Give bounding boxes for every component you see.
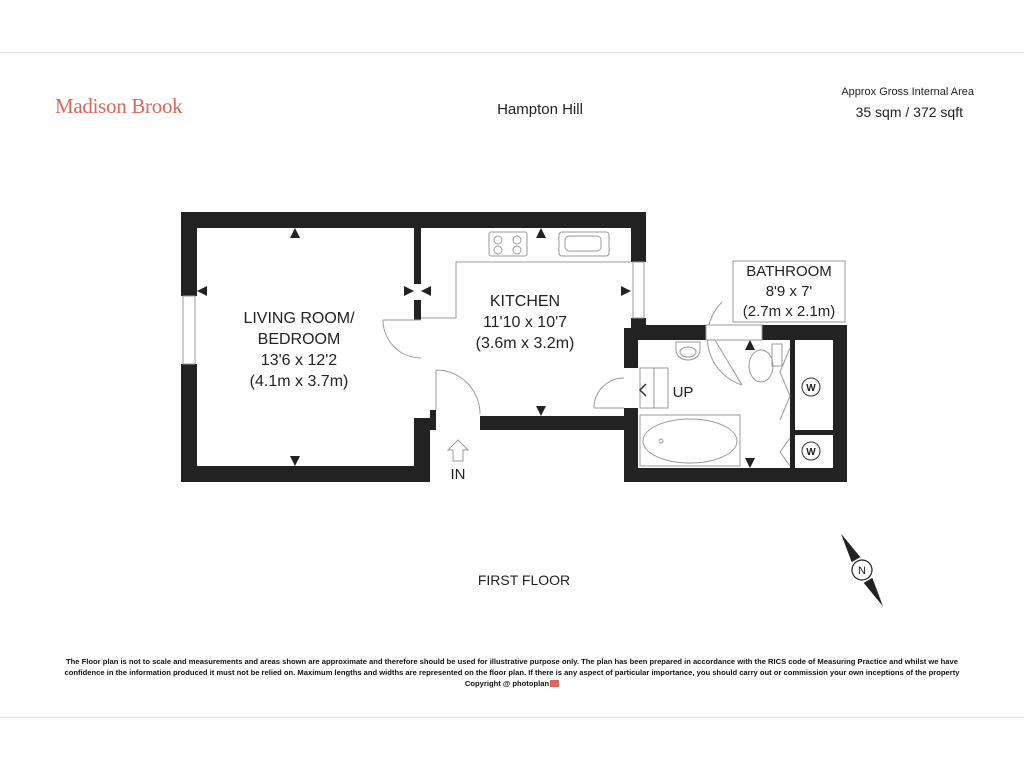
wall-top [181, 212, 646, 228]
door-bath-swing [593, 377, 625, 409]
brand-logo: Madison Brook [55, 94, 183, 118]
photoplan-logo-icon [550, 680, 560, 687]
stairs [638, 324, 763, 409]
kitchen-worktop [421, 261, 631, 319]
entrance-arrow-icon [446, 439, 470, 462]
wall-bath-bottom [624, 468, 847, 482]
door-bath-inner-swing [706, 301, 743, 386]
dim-arrow-living-top [290, 228, 300, 238]
washer-label-lower: W [806, 447, 816, 458]
hob-ring-icon [493, 235, 503, 245]
dim-arrow-bath-bottom [745, 458, 755, 468]
floor-label: FIRST FLOOR [478, 572, 570, 588]
hob-ring-icon [512, 235, 522, 245]
toilet-bowl-icon [748, 349, 774, 383]
bath-drain-icon [658, 438, 664, 444]
kitchen-name: KITCHEN [490, 293, 560, 310]
copyright-text: Copyright @ photoplan [464, 679, 550, 688]
dim-arrow-living-right [404, 286, 414, 296]
dim-arrow-kitchen-bottom [536, 406, 546, 416]
hob-ring-icon [493, 245, 503, 255]
kitchen-fittings [421, 231, 631, 319]
basin-icon [675, 341, 701, 361]
window-living [182, 295, 196, 365]
living-room-name-2: BEDROOM [258, 331, 341, 348]
basin-bowl-icon [679, 346, 697, 358]
compass-icon: N [841, 533, 883, 607]
disclaimer-line-1: The Floor plan is not to scale and measu… [66, 657, 958, 666]
windows [182, 261, 645, 365]
bath-tub-icon [639, 414, 741, 467]
dim-arrow-kitchen-left [421, 286, 431, 296]
wall-living-bottom [181, 466, 430, 482]
page-frame [0, 52, 1024, 718]
wall-partition-mid [414, 300, 421, 320]
wall-cupboard-divider [790, 340, 795, 468]
door-living-swing [382, 319, 422, 359]
copyright: Copyright @ photoplan [40, 678, 984, 689]
kitchen-size-imperial: 11'10 x 10'7 [483, 314, 567, 331]
wall-bath-left-lower [624, 408, 638, 482]
wall-kitchen-bottom [480, 416, 638, 430]
wall-cupboard-shelf [790, 430, 833, 435]
washer-icon-lower [801, 441, 821, 461]
kitchen-sink-icon [558, 231, 610, 257]
cupboard-door-lower-icon [779, 437, 791, 467]
toilet-cistern-icon [771, 343, 783, 367]
stair-balustrade [705, 324, 763, 341]
bathroom-name: BATHROOM [746, 263, 832, 280]
hob-icon [488, 231, 528, 257]
kitchen-size-metric: (3.6m x 3.2m) [476, 335, 575, 352]
wall-bath-left-upper [624, 328, 638, 368]
living-room-name: LIVING ROOM/ [243, 310, 355, 327]
wall-living-left-upper [181, 212, 197, 296]
wall-entry-left [430, 410, 436, 430]
disclaimer: The Floor plan is not to scale and measu… [40, 656, 984, 689]
wall-kitchen-right-upper [631, 212, 646, 262]
door-entry-swing [435, 369, 481, 415]
area-label: Approx Gross Internal Area [841, 86, 974, 98]
washer-icon-upper [801, 377, 821, 397]
bathroom-fittings [639, 341, 821, 467]
doors [382, 301, 743, 415]
stairs-label: UP [673, 384, 694, 401]
kitchen-sink-bowl-icon [564, 235, 602, 252]
compass-north-label: N [858, 565, 866, 577]
bath-tub-inner-icon [642, 418, 738, 464]
dim-arrow-living-left [197, 286, 207, 296]
cupboard-door-icon [779, 347, 791, 421]
living-room-size-metric: (4.1m x 3.7m) [250, 373, 349, 390]
window-kitchen [632, 261, 645, 319]
dimension-arrows [197, 228, 755, 468]
entrance-label: IN [451, 466, 466, 483]
dim-arrow-bath-top [745, 340, 755, 350]
living-room-size-imperial: 13'6 x 12'2 [261, 352, 337, 369]
wall-kitchen-right-lower [631, 318, 646, 328]
property-location: Hampton Hill [497, 101, 583, 118]
dim-arrow-living-bottom [290, 456, 300, 466]
room-labels: LIVING ROOM/ BEDROOM 13'6 x 12'2 (4.1m x… [243, 263, 835, 588]
wall-bath-right [833, 325, 847, 482]
bathroom-size-metric: (2.7m x 2.1m) [743, 303, 836, 320]
hob-ring-icon [512, 245, 522, 255]
washer-label-upper: W [806, 383, 816, 394]
dim-arrow-kitchen-top [536, 228, 546, 238]
disclaimer-line-2: confidence in the information produced i… [64, 668, 960, 677]
wall-living-left-lower [181, 364, 197, 482]
wall-partition-lower [414, 418, 430, 482]
stair-arrow-icon [638, 383, 647, 397]
bathroom-size-imperial: 8'9 x 7' [766, 283, 813, 300]
bathroom-label-box [732, 260, 846, 323]
door-bath-inner-leaf [714, 339, 743, 386]
area-value: 35 sqm / 372 sqft [855, 104, 963, 120]
wall-partition-upper [414, 212, 421, 284]
dim-arrow-kitchen-right [621, 286, 631, 296]
